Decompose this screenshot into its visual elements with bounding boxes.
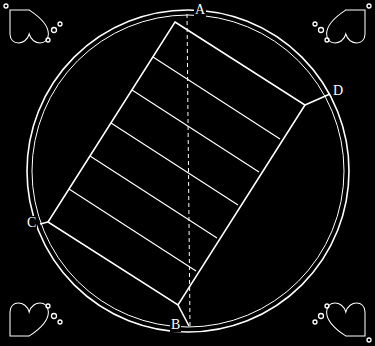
point-label: B (170, 318, 181, 332)
corner-ornaments (4, 4, 371, 342)
leader-line (40, 222, 48, 224)
inscribed-rectangle (48, 22, 305, 305)
inner-circle (32, 15, 344, 327)
outer-circle (27, 10, 349, 332)
point-label: A (194, 3, 206, 17)
hatching (69, 57, 280, 271)
point-label: C (26, 216, 37, 230)
diameter-line (187, 14, 190, 326)
leader-line (305, 94, 330, 105)
point-label: D (332, 84, 344, 98)
